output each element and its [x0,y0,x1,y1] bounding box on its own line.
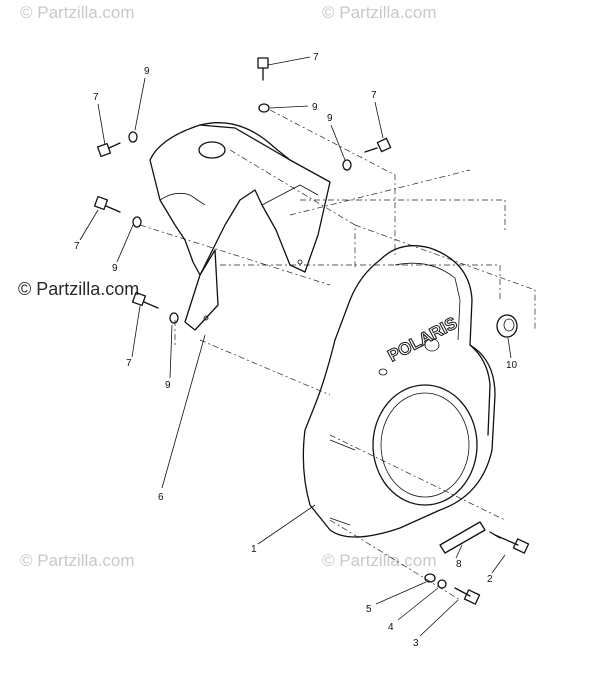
bolt-part-2 [489,531,530,554]
watermark-bottom-left: © Partzilla.com [20,551,135,570]
callout-9-lower-left: 9 [165,380,171,391]
callout-3: 3 [413,638,419,649]
callout-10: 10 [506,360,518,371]
callout-7-left: 7 [74,241,80,252]
bolt-washer-parts-3-4-5 [424,573,481,605]
grommet-part-10 [496,314,518,338]
watermark-top-right: © Partzilla.com [322,3,437,22]
washer-part-4 [437,579,447,589]
callout-7-top: 7 [313,52,319,63]
watermark-bottom-right: © Partzilla.com [322,551,437,570]
washer-part-5 [424,573,436,583]
strap-part-8 [439,521,486,554]
callout-7-upper-left: 7 [93,92,99,103]
callout-9-upper-left: 9 [144,66,150,77]
callout-2: 2 [487,574,493,585]
blower-housing-part-1: POLARIS [302,245,496,538]
callout-5: 5 [366,604,372,615]
callout-8: 8 [456,559,462,570]
polaris-logo: POLARIS [385,313,461,365]
leader-lines [79,56,512,637]
callout-7-right: 7 [371,90,377,101]
callout-9-right: 9 [327,113,333,124]
callout-4: 4 [388,622,394,633]
watermark-top-left: © Partzilla.com [20,3,135,22]
watermark-middle: © Partzilla.com [18,279,139,299]
callout-1: 1 [251,544,257,555]
callout-numbers: 7 9 9 7 7 9 7 9 7 9 6 10 1 8 2 5 4 3 [74,52,518,649]
callout-9-mid-top: 9 [312,102,318,113]
fasteners-7-9 [93,57,392,324]
air-shroud-part-6 [149,122,331,331]
callout-6: 6 [158,492,164,503]
callout-7-lower-left: 7 [126,358,132,369]
callout-9-left: 9 [112,263,118,274]
